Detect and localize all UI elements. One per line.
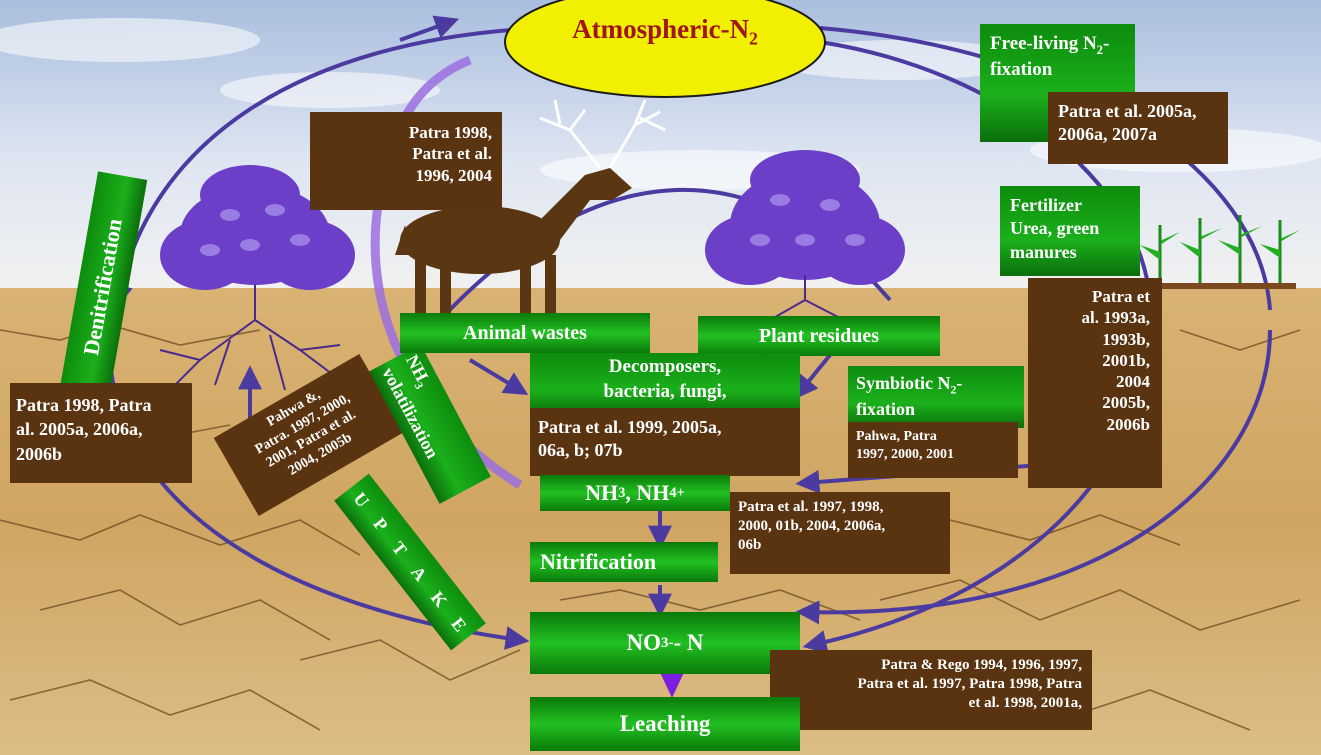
reference-pahwa-patra: Pahwa, Patra 1997, 2000, 2001 [848, 422, 1018, 478]
atmospheric-sub: 2 [749, 28, 758, 48]
reference-patra-1997-1998: Patra et al. 1997, 1998, 2000, 01b, 2004… [730, 492, 950, 574]
ref-line: Patra et al. 1999, 2005a, [538, 416, 792, 439]
ref-line: Patra et al. 1997, 1998, [738, 498, 942, 517]
plant-residues-box: Plant residues [698, 316, 940, 356]
ref-line: Patra et al. [320, 143, 492, 164]
atmospheric-text: Atmospheric-N [572, 14, 749, 44]
ref-line: Patra et [1040, 286, 1150, 307]
symbiotic-tail: - [956, 373, 962, 393]
ref-line: 2001b, [1040, 350, 1150, 371]
decomposers-box: Decomposers, bacteria, fungi, [530, 353, 800, 415]
ref-line: et al. 1998, 2001a, [780, 694, 1082, 713]
no3-text: NO [627, 630, 662, 656]
nh3-text: NH [585, 480, 618, 506]
ref-line: 1993b, [1040, 329, 1150, 350]
symbiotic-line2: fixation [856, 398, 1016, 421]
fertilizer-line: manures [1010, 241, 1130, 264]
decomposers-line: bacteria, fungi, [530, 380, 800, 405]
nh4-text: , NH [625, 480, 669, 506]
ref-line: Patra & Rego 1994, 1996, 1997, [780, 656, 1082, 675]
ref-line: 06b [738, 536, 942, 555]
reference-patra-1998-top: Patra 1998, Patra et al. 1996, 2004 [310, 112, 502, 210]
reference-patra-1998-left: Patra 1998, Patra al. 2005a, 2006a, 2006… [10, 383, 192, 483]
ref-line: 2006a, 2007a [1058, 123, 1218, 146]
ref-line: Patra 1998, [320, 122, 492, 143]
free-living-text: Free-living N [990, 33, 1097, 54]
nh4-sup: + [677, 485, 685, 502]
uptake-letter: U [349, 488, 374, 511]
ref-line: 2004 [1040, 371, 1150, 392]
ref-line: 2006b [16, 442, 186, 466]
ref-line: 2000, 01b, 2004, 2006a, [738, 517, 942, 536]
ref-line: 2005b, [1040, 392, 1150, 413]
plant-residues-text: Plant residues [759, 325, 879, 348]
animal-wastes-box: Animal wastes [400, 313, 650, 353]
reference-patra-1993a: Patra et al. 1993a, 1993b, 2001b, 2004 2… [1028, 278, 1162, 488]
uptake-letter: A [407, 562, 432, 585]
ref-line: Patra et al. 2005a, [1058, 100, 1218, 123]
nitrification-box: Nitrification [530, 542, 718, 582]
ref-line: 06a, b; 07b [538, 439, 792, 462]
symbiotic-fixation-box: Symbiotic N2- fixation [848, 366, 1024, 428]
animal-wastes-text: Animal wastes [463, 322, 587, 345]
nitrification-text: Nitrification [540, 549, 656, 575]
uptake-letter: P [369, 514, 392, 536]
ref-line: Patra et al. 1997, Patra 1998, Patra [780, 675, 1082, 694]
leaching-box: Leaching [530, 697, 800, 751]
leaching-text: Leaching [620, 711, 711, 737]
reference-patra-1999: Patra et al. 1999, 2005a, 06a, b; 07b [530, 408, 800, 476]
decomposers-line: Decomposers, [530, 355, 800, 380]
ref-line: 2006b [1040, 414, 1150, 435]
ref-line: Pahwa, Patra [856, 428, 1010, 446]
reference-patra-rego: Patra & Rego 1994, 1996, 1997, Patra et … [770, 650, 1092, 730]
ref-line: 1997, 2000, 2001 [856, 446, 1010, 464]
nh3-sub: 3 [618, 485, 625, 502]
uptake-letter: E [447, 613, 471, 635]
fertilizer-box: Fertilizer Urea, green manures [1000, 186, 1140, 276]
uptake-letter: K [426, 587, 451, 611]
reference-patra-2005a: Patra et al. 2005a, 2006a, 2007a [1048, 92, 1228, 164]
fertilizer-line: Urea, green [1010, 217, 1130, 240]
no3-tail: - N [673, 630, 703, 656]
ref-line: al. 2005a, 2006a, [16, 417, 186, 441]
uptake-letter: T [387, 537, 411, 559]
atmospheric-n2-label: Atmospheric-N2 [520, 14, 810, 49]
ref-line: 1996, 2004 [320, 165, 492, 186]
ref-line: Patra 1998, Patra [16, 393, 186, 417]
fertilizer-line: Fertilizer [1010, 194, 1130, 217]
no3-sub: 3 [661, 635, 668, 652]
nh4-sub: 4 [669, 485, 676, 502]
symbiotic-text: Symbiotic N [856, 373, 951, 393]
ref-line: al. 1993a, [1040, 307, 1150, 328]
